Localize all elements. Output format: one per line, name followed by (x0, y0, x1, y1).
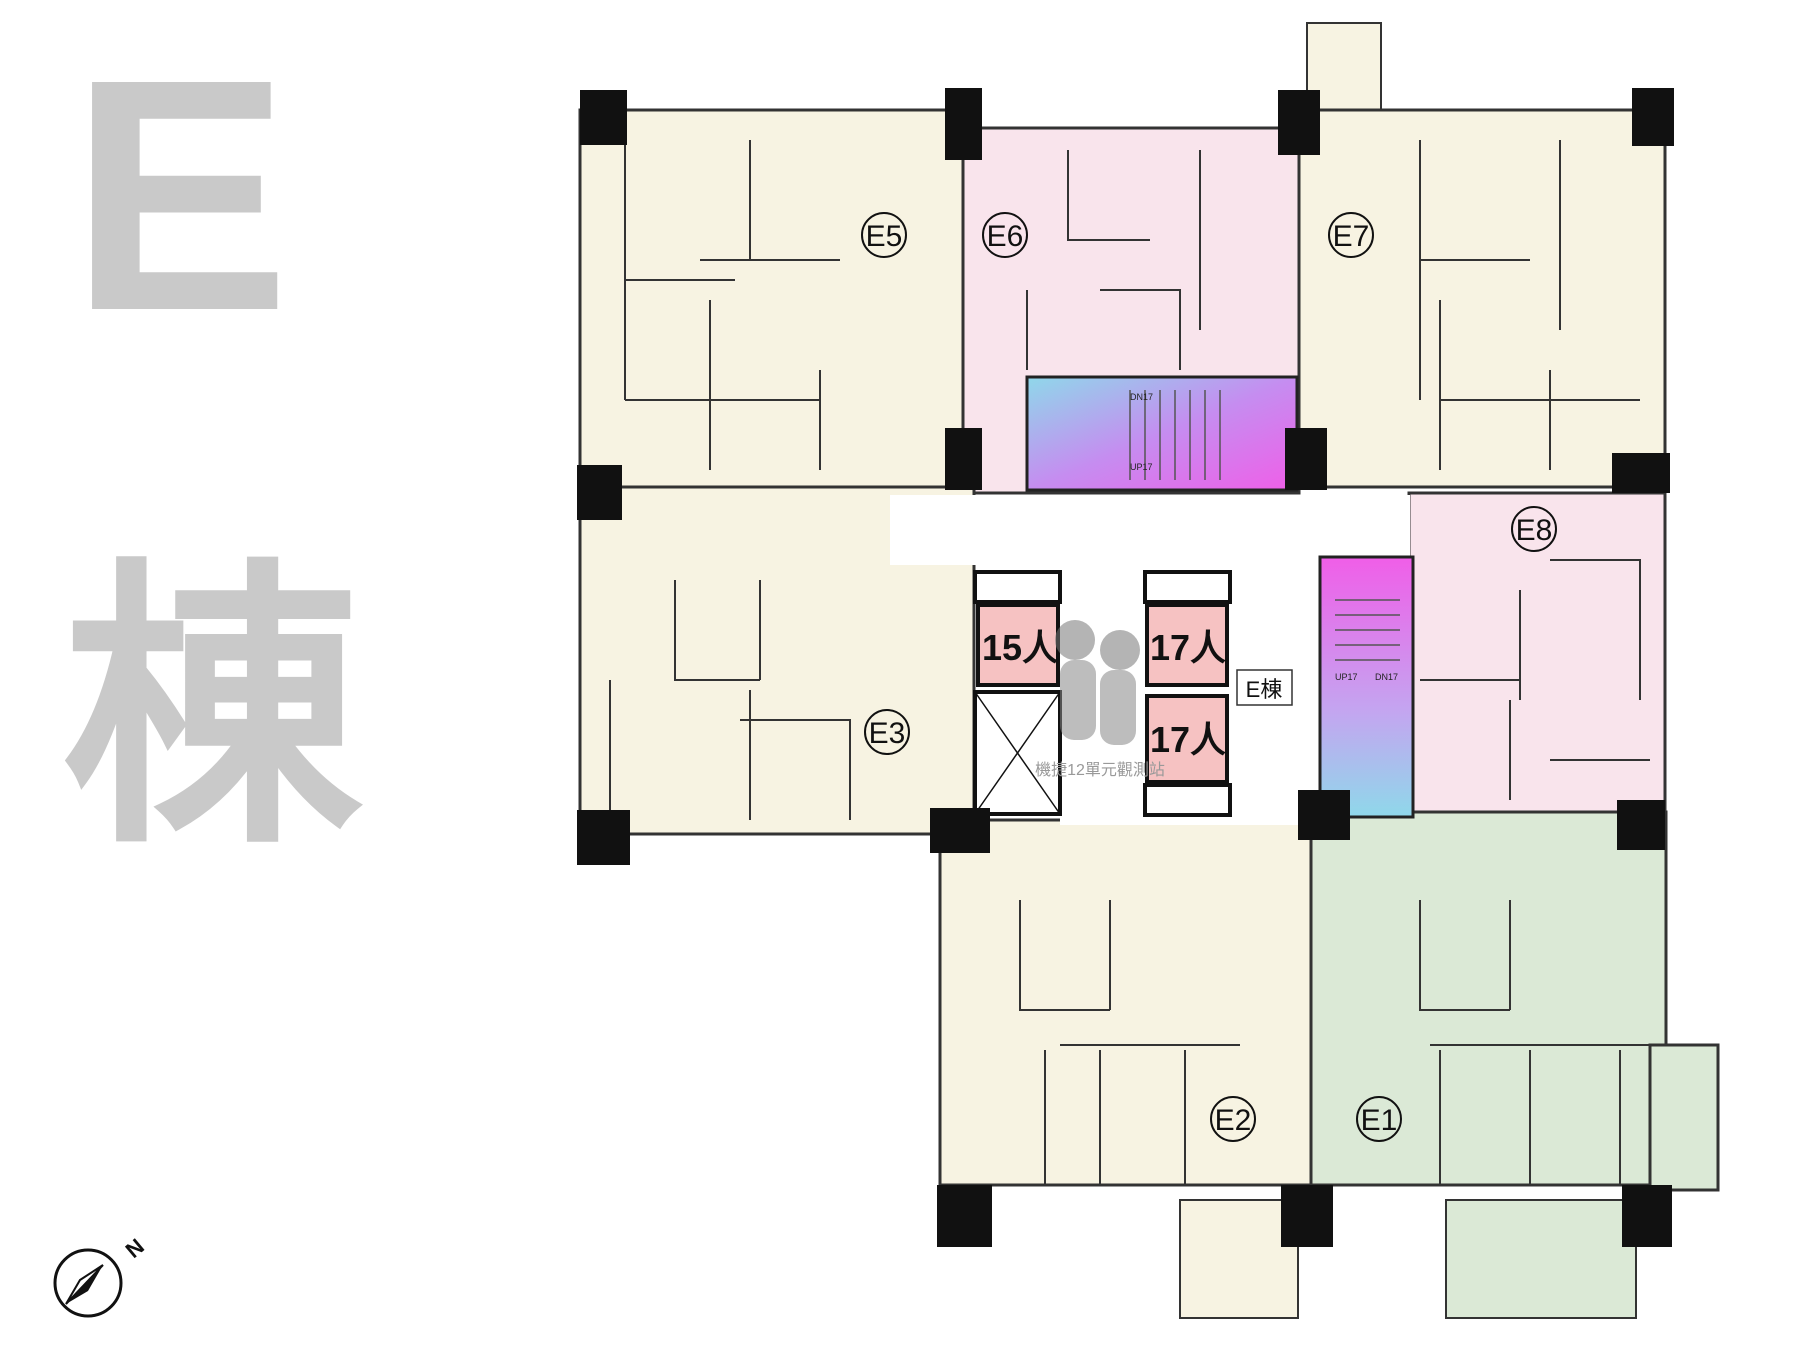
elevator-3-capacity: 17人 (1150, 719, 1226, 760)
stair-up-label: UP17 (1335, 672, 1358, 682)
stair-treads (1129, 390, 1400, 661)
balcony-e2 (1179, 1199, 1299, 1319)
elevator-3 (1145, 694, 1229, 784)
shafts (973, 570, 1232, 817)
unit-label-e8: E8 (1516, 514, 1553, 547)
unit-label-e1: E1 (1361, 1104, 1398, 1137)
elevator-2-capacity: 17人 (1150, 627, 1226, 668)
unit-label-e2: E2 (1215, 1104, 1252, 1137)
elevator-2 (1145, 603, 1229, 687)
structural-columns (577, 88, 1674, 1247)
unit-label-e6: E6 (987, 220, 1024, 253)
unit-e5[interactable] (578, 108, 965, 489)
unit-label-e7: E7 (1333, 220, 1370, 253)
unit-e2[interactable] (938, 818, 1313, 1187)
balcony-e1 (1445, 1199, 1637, 1319)
interior-walls (609, 140, 1660, 1185)
stair-top (1025, 375, 1299, 492)
unit-label-e3: E3 (869, 717, 906, 750)
unit-labels: E5 E6 E7 E8 E3 E2 E1 (861, 212, 1557, 1142)
unit-e1[interactable] (1309, 810, 1668, 1187)
stair-dn-label: DN17 (1375, 672, 1398, 682)
corridor (890, 495, 1410, 565)
stair-top-up-label: UP17 (1130, 462, 1153, 472)
core-label: E棟 (1246, 677, 1283, 702)
elevator-1 (976, 603, 1060, 687)
compass-north-label: N (121, 1234, 149, 1263)
compass-icon (53, 1248, 123, 1318)
elevator-1-capacity: 15人 (982, 627, 1058, 668)
unit-label-e5: E5 (866, 220, 903, 253)
unit-e7[interactable] (1297, 108, 1667, 489)
core-label-box (1236, 669, 1293, 706)
building-letter: E (70, 10, 291, 379)
watermark-figures (1055, 620, 1140, 745)
unit-e1-bath (1648, 1043, 1720, 1192)
stair-top-dn-label: DN17 (1130, 392, 1153, 402)
watermark: 機捷12單元觀測站 (1035, 761, 1165, 779)
building-char: 棟 (62, 535, 362, 884)
stair-right (1318, 555, 1415, 819)
